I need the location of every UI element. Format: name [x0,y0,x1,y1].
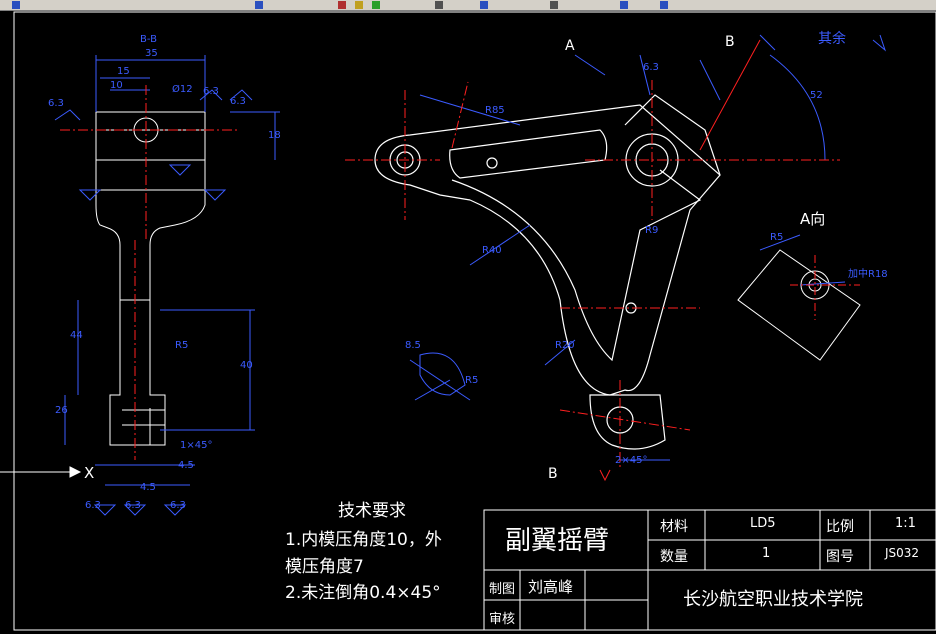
section-view-dimensions [54,55,280,516]
main-view-dimensions [409,34,887,461]
scale-label: 比例 [826,519,854,535]
quantity-label: 数量 [660,549,688,565]
dim-text: 6.3 [230,96,246,107]
part-name: 副翼摇臂 [505,526,610,556]
properties-icon[interactable] [550,1,558,9]
color-icon[interactable] [372,1,380,9]
dim-text: 6.3 [125,500,141,511]
move-icon[interactable] [255,1,263,9]
dim-text: R5 [770,232,784,243]
zoom-icon[interactable] [620,1,628,9]
dim-text: 15 [117,66,130,77]
tech-req-title: 技术要求 [338,501,406,521]
dim-text: 44 [70,330,83,341]
dim-text: 加中R18 [848,269,888,280]
view-a [737,249,861,361]
axis-label: X [84,464,95,482]
dim-text: R9 [645,225,659,236]
view-a-title: A向 [800,210,826,228]
dim-text: 6.3 [643,62,659,73]
view-b-arrow-label-bottom: B [548,466,558,482]
drawing-frame [13,11,936,631]
toolbar [0,0,936,11]
surface-roughness-note: 其余 [818,31,846,47]
dim-text: 1×45° [180,440,213,451]
section-view-centerlines [60,85,240,460]
lineweight-icon[interactable] [480,1,488,9]
drawing-no-value: JS032 [885,546,920,560]
tech-req-line2: 模压角度7 [285,557,364,577]
section-view-b-b [95,111,206,446]
dim-text: 2×45° [615,455,648,466]
drawn-by-value: 刘高峰 [528,578,574,596]
drawing-no-label: 图号 [826,549,854,565]
drawing-canvas[interactable] [0,10,936,634]
dim-text: 10 [110,80,123,91]
quantity-value: 1 [762,546,771,561]
linetype-icon[interactable] [435,1,443,9]
dim-text: 52 [810,90,823,101]
dim-text: R85 [485,105,505,116]
x-axis-indicator [0,466,82,478]
tech-req-line3: 2.未注倒角0.4×45° [285,583,441,603]
dim-text: R20 [555,340,575,351]
material-value: LD5 [750,516,776,531]
main-view-outline [374,94,721,450]
reviewed-by-label: 审核 [489,612,516,627]
dim-text: 6.3 [203,86,219,97]
save-icon[interactable] [338,1,346,9]
view-a-centerlines [790,255,860,320]
scale-value: 1:1 [895,516,916,531]
view-a-arrow-label: A [565,38,575,54]
school-name: 长沙航空职业技术学院 [683,589,863,610]
dim-text: 4.5 [178,460,194,471]
material-label: 材料 [660,519,688,535]
dim-text: 8.5 [405,340,421,351]
pan-icon[interactable] [660,1,668,9]
dim-text: R5 [175,340,189,351]
dim-text: 40 [240,360,253,371]
main-view-centerlines [345,39,840,482]
dim-text: R40 [482,245,502,256]
dim-text: 35 [145,48,158,59]
dim-text: 26 [55,405,68,416]
dim-text: Ø12 [172,84,193,95]
dim-text: 6.3 [48,98,64,109]
dim-text: 6.3 [170,500,186,511]
select-icon[interactable] [12,1,20,9]
dim-text: 4.5 [140,482,156,493]
section-title: B-B [140,34,157,45]
drawn-by-label: 制图 [489,582,516,597]
dim-text: 6.3 [85,500,101,511]
dim-text: 18 [268,130,281,141]
tech-req-line1: 1.内模压角度10，外 [285,530,442,550]
title-block [483,509,936,631]
layer-icon[interactable] [355,1,363,9]
view-b-arrow-label: B [725,34,735,50]
dim-text: R5 [465,375,479,386]
